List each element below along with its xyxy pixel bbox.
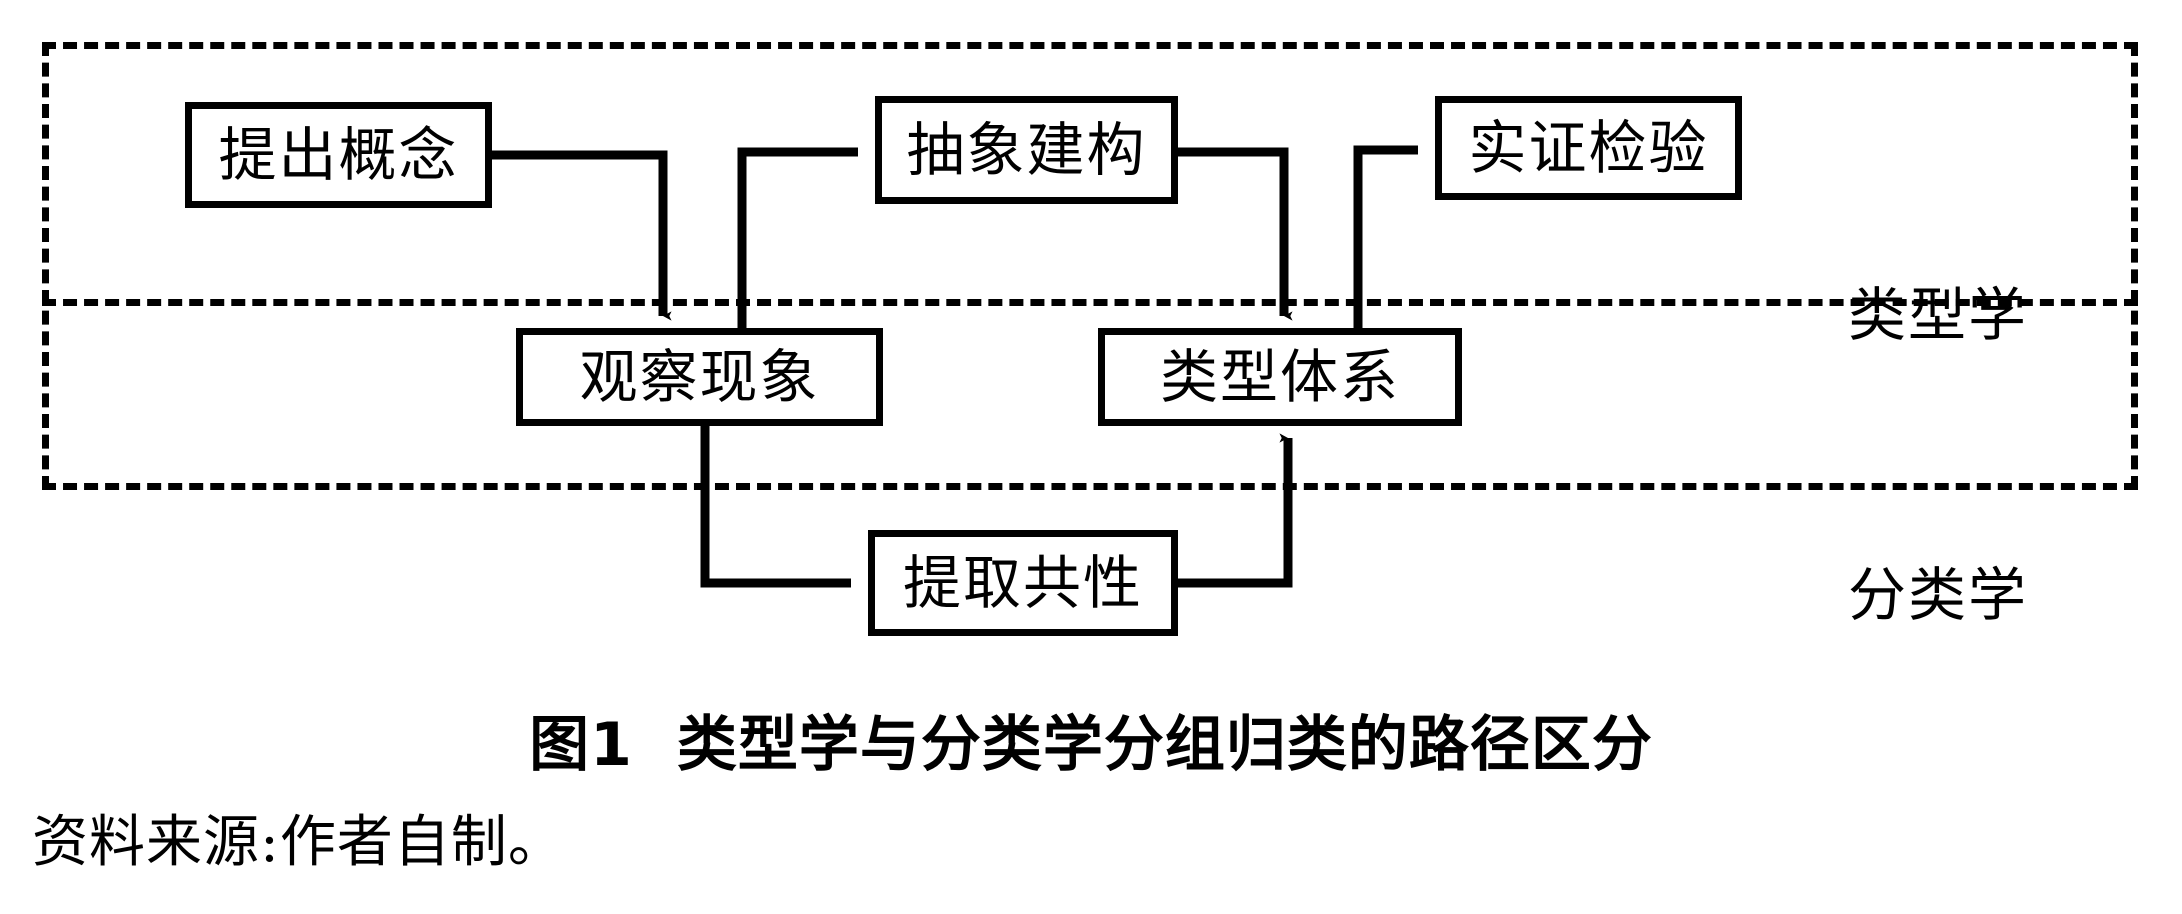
region-label-typology: 类型学 (1848, 281, 2029, 349)
node-observe-phenomena: 观察现象 (516, 328, 883, 426)
figure-caption: 图1 类型学与分类学分组归类的路径区分 (0, 712, 2182, 778)
node-type-system: 类型体系 (1098, 328, 1462, 426)
node-extract-commonality: 提取共性 (868, 530, 1178, 636)
node-propose-concept: 提出概念 (185, 102, 492, 208)
region-divider (42, 299, 2138, 306)
region-label-taxonomy: 分类学 (1848, 561, 2029, 629)
figure-number: 图1 (529, 710, 633, 780)
region-frame (42, 42, 2138, 490)
figure-source: 资料来源:作者自制。 (32, 810, 565, 875)
figure-title: 类型学与分类学分组归类的路径区分 (676, 710, 1653, 780)
node-abstract-construction: 抽象建构 (875, 96, 1178, 204)
node-empirical-test: 实证检验 (1435, 96, 1742, 200)
